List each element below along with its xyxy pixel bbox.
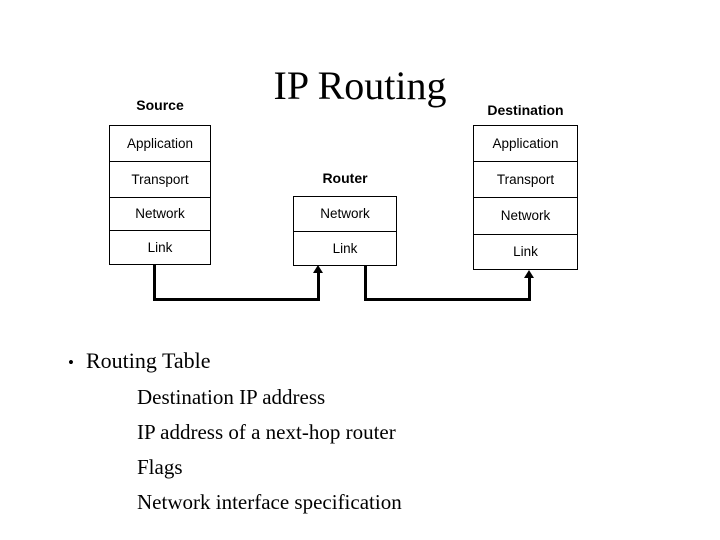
sub-item-next-hop-router: IP address of a next-hop router	[137, 420, 396, 444]
sub-item-destination-ip-address: Destination IP address	[137, 385, 326, 409]
stack-layer-source-network: Network	[110, 198, 210, 231]
page-title: IP Routing	[273, 63, 447, 108]
sub-item-network-interface-specification: Network interface specification	[137, 490, 402, 514]
stack-layer-router-link: Link	[332, 240, 358, 256]
arrow-up-icon-router	[313, 265, 323, 273]
stack-layer-destination-link: Link	[513, 244, 538, 259]
connector-segment-vertical-left	[364, 265, 367, 301]
stack-label-source: Source	[136, 97, 184, 113]
stack-layer-destination-network: Network	[474, 198, 577, 235]
connector-segment-horizontal	[153, 298, 320, 301]
arrow-up-icon-destination	[524, 270, 534, 278]
connector-segment-vertical-right	[528, 277, 531, 301]
stack-layer-destination-transport: Transport	[474, 162, 577, 198]
protocol-stack-router: Network Link	[293, 196, 397, 266]
stack-layer-source-transport: Transport	[110, 162, 210, 198]
connector-segment-horizontal	[364, 298, 531, 301]
stack-label-destination: Destination	[487, 102, 564, 118]
bullet-item-routing-table: • Routing Table	[56, 343, 676, 380]
bullet-item-label: Routing Table	[86, 348, 211, 373]
stack-layer-router-network: Network	[294, 197, 396, 232]
sub-item-flags: Flags	[137, 455, 183, 479]
connector-segment-vertical-right	[317, 272, 320, 301]
protocol-stack-destination: Application Transport Network Link	[473, 125, 578, 270]
stack-label-router: Router	[322, 170, 368, 186]
connector-segment-vertical-left	[153, 265, 156, 301]
bullet-marker-icon: •	[68, 353, 74, 372]
stack-layer-source-application: Application	[110, 126, 210, 162]
stack-layer-source-link: Link	[147, 239, 173, 255]
stack-layer-destination-application: Application	[474, 126, 577, 162]
bullet-list: • Routing Table Destination IP address I…	[56, 343, 676, 520]
protocol-stack-source: Application Transport Network Link	[109, 125, 211, 265]
